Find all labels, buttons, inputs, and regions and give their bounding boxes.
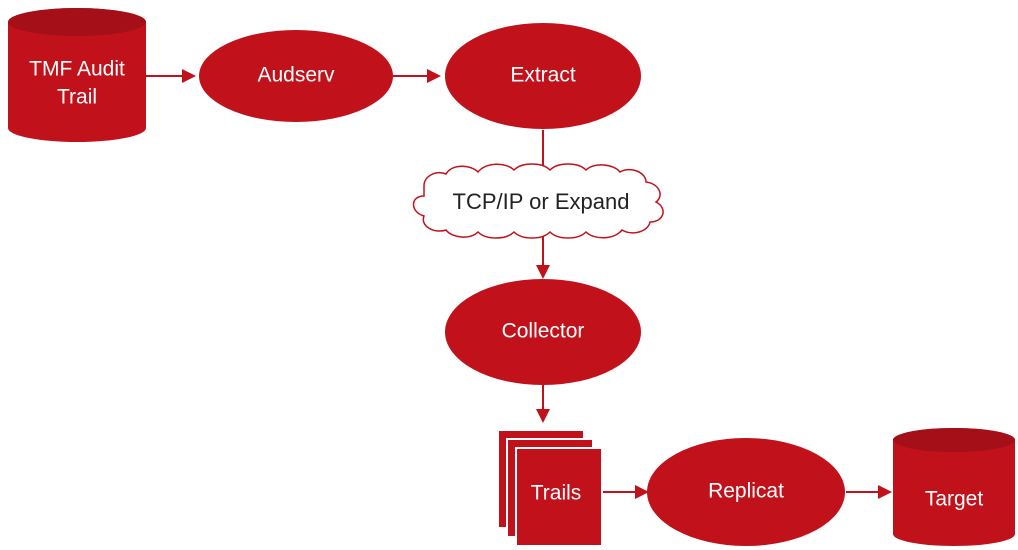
node-replicat[interactable]: Replicat [647,438,845,546]
edge-replicat-to-target [846,485,892,499]
audserv-ellipse [199,30,393,122]
edges [146,69,892,499]
extract-label: Extract [510,64,576,87]
replicat-label: Replicat [708,480,784,503]
tmf-audit-trail-label-line1: TMF Audit [29,58,125,81]
node-audserv[interactable]: Audserv [199,30,393,122]
replicat-ellipse [647,438,845,546]
trail-page-front [515,447,603,547]
edge-trails-to-replicat [601,485,649,499]
extract-ellipse [445,23,641,129]
audserv-label: Audserv [257,64,335,87]
cloud-icon [412,163,664,239]
tmf-audit-trail-label-line2: Trail [57,86,97,109]
cylinder-top [8,8,146,36]
node-extract[interactable]: Extract [445,23,641,129]
node-network-cloud: TCP/IP or Expand [412,163,664,239]
collector-ellipse [445,279,641,385]
edge-tmf-to-audserv [146,69,196,83]
node-target[interactable]: Target [893,428,1015,546]
collector-label: Collector [502,320,585,343]
node-trails[interactable]: Trails [497,429,603,547]
trails-label: Trails [531,482,582,505]
edge-audserv-to-extract [393,69,441,83]
target-label: Target [925,488,984,511]
database-cylinder-icon [8,8,146,142]
network-label: TCP/IP or Expand [453,189,630,214]
node-tmf-audit-trail[interactable]: TMF Audit Trail [8,8,146,142]
database-cylinder-icon [893,428,1015,546]
edge-collector-to-trails [536,384,550,423]
edge-network-to-collector [536,236,550,279]
node-collector[interactable]: Collector [445,279,641,385]
cylinder-top [893,428,1015,452]
